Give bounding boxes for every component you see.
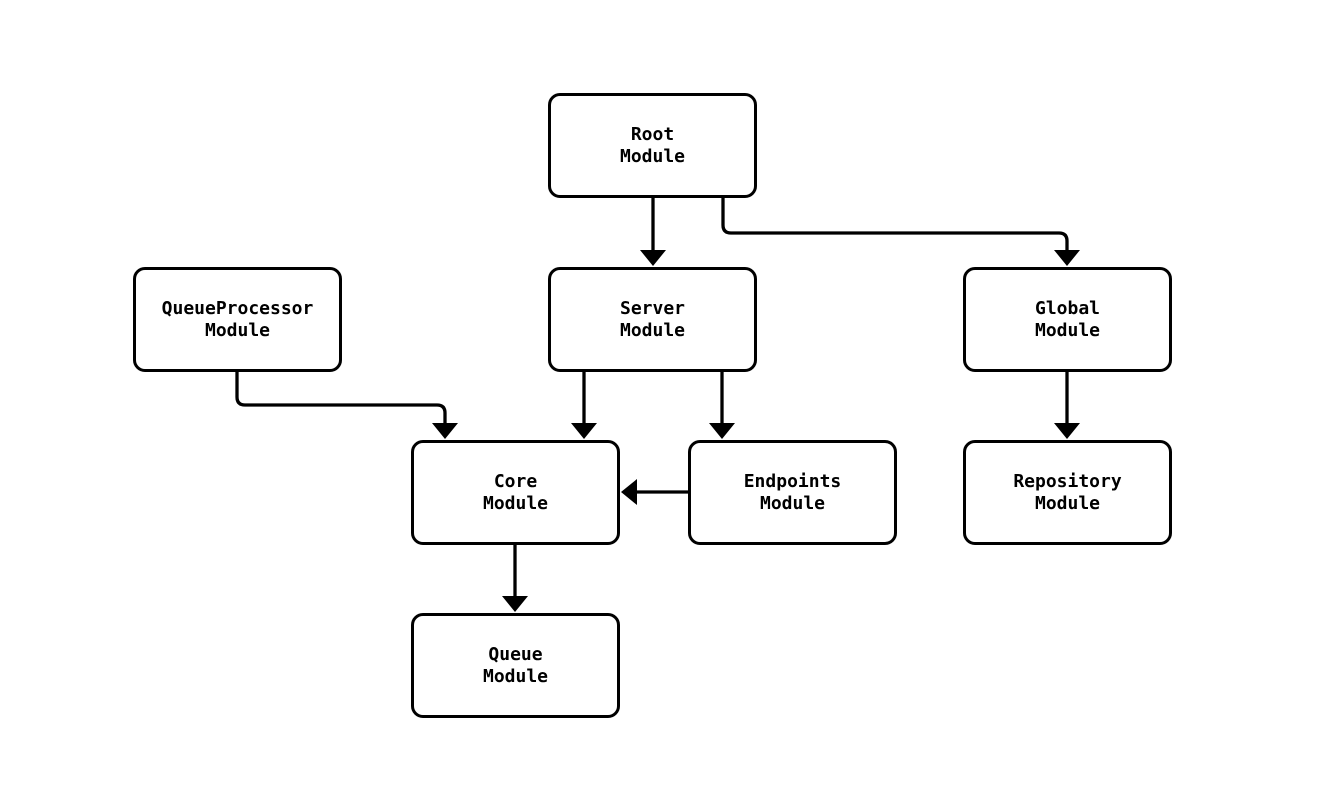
node-repository-module-label-line1: Repository xyxy=(1013,470,1122,492)
node-core-module-label-line1: Core xyxy=(493,470,538,492)
node-core-module-label-line2: Module xyxy=(482,492,549,514)
node-queue-module-label-line2: Module xyxy=(482,665,549,687)
node-global-module-label-line1: Global xyxy=(1034,297,1101,319)
node-global-module: Global Module xyxy=(963,267,1172,372)
edge-core-to-queue xyxy=(502,545,528,612)
edge-global-to-repository xyxy=(1054,372,1080,439)
node-server-module-label-line1: Server xyxy=(619,297,686,319)
edge-server-to-core xyxy=(571,372,597,439)
edge-root-to-global xyxy=(721,198,1080,266)
node-endpoints-module: Endpoints Module xyxy=(688,440,897,545)
node-server-module: Server Module xyxy=(548,267,757,372)
node-repository-module: Repository Module xyxy=(963,440,1172,545)
node-root-module-label-line2: Module xyxy=(619,145,686,167)
node-endpoints-module-label-line1: Endpoints xyxy=(743,470,842,492)
node-root-module: Root Module xyxy=(548,93,757,198)
edge-endpoints-to-core xyxy=(621,479,688,505)
node-queueprocessor-module-label-line1: QueueProcessor xyxy=(161,297,314,319)
edge-root-to-server xyxy=(640,198,666,266)
edge-server-to-endpoints xyxy=(709,372,735,439)
node-server-module-label-line2: Module xyxy=(619,319,686,341)
node-queueprocessor-module-label-line2: Module xyxy=(204,319,271,341)
node-global-module-label-line2: Module xyxy=(1034,319,1101,341)
node-core-module: Core Module xyxy=(411,440,620,545)
node-queue-module: Queue Module xyxy=(411,613,620,718)
node-repository-module-label-line2: Module xyxy=(1034,492,1101,514)
node-queueprocessor-module: QueueProcessor Module xyxy=(133,267,342,372)
node-queue-module-label-line1: Queue xyxy=(488,643,543,665)
edge-queueprocessor-to-core xyxy=(235,372,458,439)
node-root-module-label-line1: Root xyxy=(630,123,675,145)
node-endpoints-module-label-line2: Module xyxy=(759,492,826,514)
